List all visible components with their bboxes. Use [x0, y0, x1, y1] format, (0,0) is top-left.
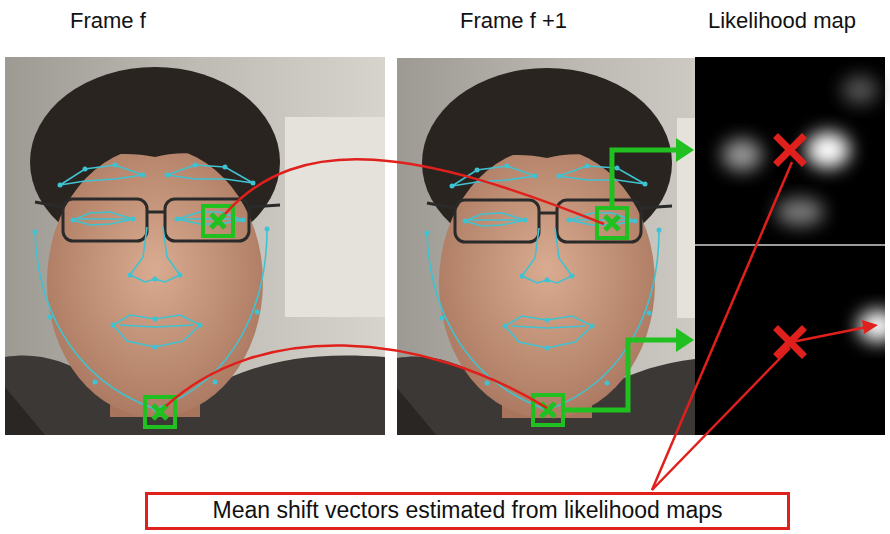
face-photo	[397, 58, 695, 435]
leader-arrowhead	[862, 320, 878, 334]
face-photo	[5, 57, 385, 435]
leader-line	[652, 162, 872, 490]
correspondence-line	[166, 159, 604, 408]
likelihood-map	[695, 57, 890, 435]
column-heading: Frame f	[70, 8, 146, 34]
caption-text: Mean shift vectors estimated from likeli…	[212, 497, 722, 525]
green-arrowhead	[676, 138, 694, 352]
tracking-window	[145, 206, 627, 427]
caption-box: Mean shift vectors estimated from likeli…	[145, 492, 790, 530]
column-heading: Frame f +1	[460, 8, 567, 34]
landmark-cross	[153, 214, 619, 419]
green-arrow	[565, 150, 678, 410]
column-heading: Likelihood map	[708, 8, 856, 34]
mean-shift-cross	[778, 138, 802, 354]
